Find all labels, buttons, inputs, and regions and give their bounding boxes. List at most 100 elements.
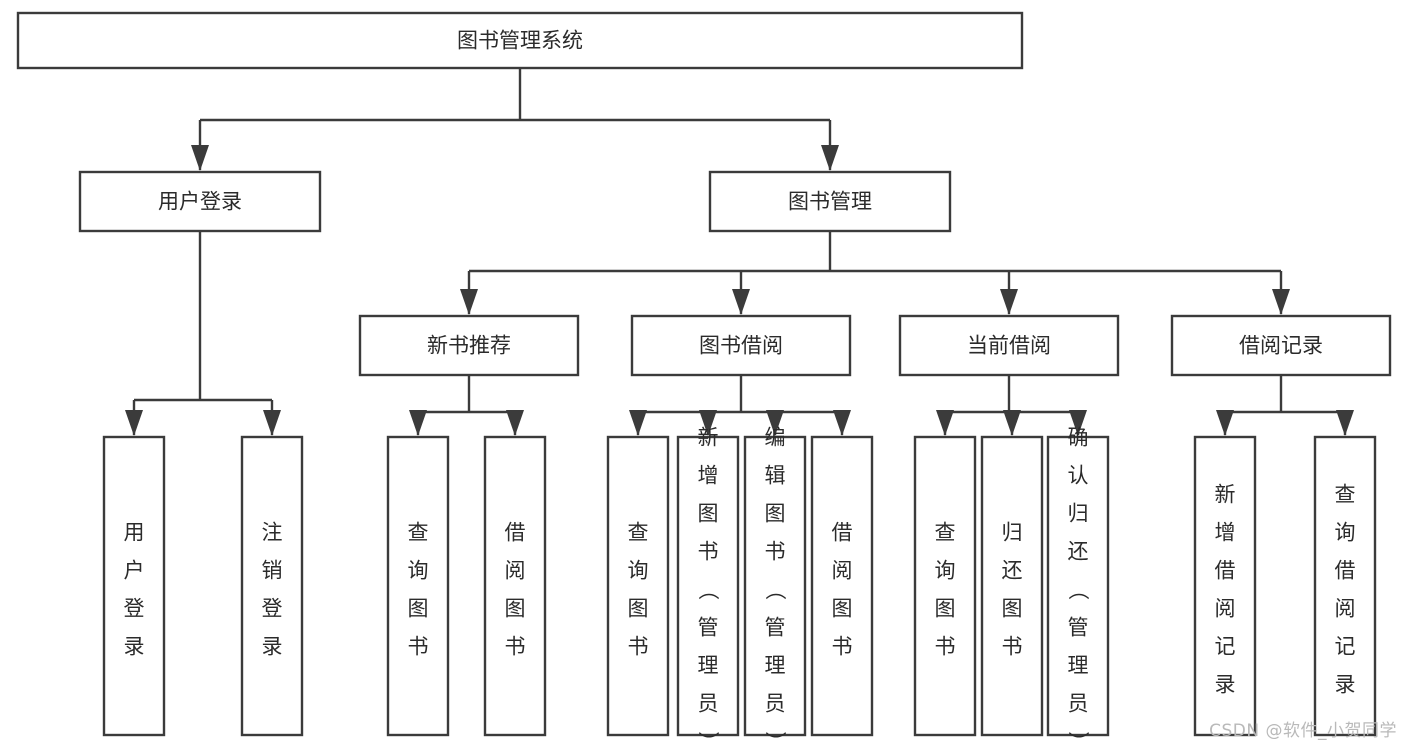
leaf-label-char: 管 bbox=[698, 616, 719, 640]
leaf-label-char: 阅 bbox=[505, 559, 526, 583]
arrow-head-icon bbox=[629, 410, 647, 436]
arrow-head-icon bbox=[833, 410, 851, 436]
leaf-label-char: 确 bbox=[1068, 426, 1089, 450]
leaf-label-leaf-user-login: 用户登录 bbox=[124, 521, 145, 659]
leaf-label-char: 阅 bbox=[1215, 597, 1236, 621]
leaf-label-char: 增 bbox=[698, 464, 719, 488]
leaf-label-char: 图 bbox=[698, 502, 719, 526]
node-box-borrow-record[interactable] bbox=[1170, 314, 1392, 377]
arrow-head-icon bbox=[1003, 410, 1021, 436]
node-leaf-borrow-book-2[interactable] bbox=[810, 435, 874, 737]
leaf-label-char: 员 bbox=[1068, 692, 1089, 716]
node-leaf-user-login[interactable] bbox=[102, 435, 166, 737]
node-box-user-login[interactable] bbox=[78, 170, 322, 233]
node-box-book-borrow[interactable] bbox=[630, 314, 852, 377]
leaf-label-char: 书 bbox=[935, 635, 956, 659]
leaf-label-char: 查 bbox=[408, 521, 429, 545]
node-box-leaf-query-book-1[interactable] bbox=[386, 435, 450, 737]
leaf-label-char: 图 bbox=[935, 597, 956, 621]
node-leaf-query-book-2[interactable] bbox=[606, 435, 670, 737]
node-box-new-book-recommend[interactable] bbox=[358, 314, 580, 377]
node-leaf-logout[interactable] bbox=[240, 435, 304, 737]
node-box-current-borrow[interactable] bbox=[898, 314, 1120, 377]
node-leaf-confirm-return[interactable] bbox=[1046, 435, 1110, 737]
leaf-label-char: 户 bbox=[124, 559, 145, 583]
leaf-label-char: 询 bbox=[628, 559, 649, 583]
node-box-leaf-edit-book[interactable] bbox=[743, 435, 807, 737]
node-label-new-book-recommend: 新书推荐 bbox=[427, 334, 511, 358]
arrow-head-icon bbox=[191, 145, 209, 171]
leaf-label-char: 新 bbox=[698, 426, 719, 450]
node-box-leaf-query-book-2[interactable] bbox=[606, 435, 670, 737]
node-leaf-query-book-3[interactable] bbox=[913, 435, 977, 737]
node-leaf-add-record[interactable] bbox=[1193, 435, 1257, 737]
node-box-leaf-user-login[interactable] bbox=[102, 435, 166, 737]
leaf-label-char: 归 bbox=[1068, 502, 1089, 526]
node-user-login[interactable] bbox=[78, 170, 322, 233]
leaf-label-char: 登 bbox=[124, 597, 145, 621]
node-box-leaf-query-record[interactable] bbox=[1313, 435, 1377, 737]
node-book-borrow[interactable] bbox=[630, 314, 852, 377]
arrow-head-icon bbox=[732, 289, 750, 315]
node-book-management[interactable] bbox=[708, 170, 952, 233]
arrow-head-icon bbox=[1000, 289, 1018, 315]
leaf-label-char: 阅 bbox=[832, 559, 853, 583]
arrow-head-icon bbox=[506, 410, 524, 436]
node-box-leaf-logout[interactable] bbox=[240, 435, 304, 737]
leaf-label-char: 询 bbox=[1335, 521, 1356, 545]
node-root[interactable] bbox=[16, 11, 1024, 70]
node-box-leaf-return-book[interactable] bbox=[980, 435, 1044, 737]
node-current-borrow[interactable] bbox=[898, 314, 1120, 377]
leaf-label-char: 管 bbox=[1068, 616, 1089, 640]
node-leaf-query-book-1[interactable] bbox=[386, 435, 450, 737]
node-leaf-borrow-book-1[interactable] bbox=[483, 435, 547, 737]
leaf-label-char: 用 bbox=[124, 521, 145, 545]
node-leaf-query-record[interactable] bbox=[1313, 435, 1377, 737]
node-label-current-borrow: 当前借阅 bbox=[967, 334, 1051, 358]
leaf-label-char: 编 bbox=[765, 426, 786, 450]
leaf-label-char: 记 bbox=[1335, 635, 1356, 659]
node-leaf-add-book[interactable] bbox=[676, 435, 740, 737]
arrow-head-icon bbox=[821, 145, 839, 171]
node-box-book-management[interactable] bbox=[708, 170, 952, 233]
node-box-leaf-borrow-book-2[interactable] bbox=[810, 435, 874, 737]
node-box-leaf-add-book[interactable] bbox=[676, 435, 740, 737]
arrow-head-icon bbox=[1216, 410, 1234, 436]
arrow-head-icon bbox=[936, 410, 954, 436]
arrow-head-icon bbox=[125, 410, 143, 436]
arrow-head-icon bbox=[263, 410, 281, 436]
nodes-layer: 图书管理系统用户登录图书管理新书推荐图书借阅当前借阅借阅记录用户登录注销登录查询… bbox=[16, 11, 1392, 747]
node-box-leaf-query-book-3[interactable] bbox=[913, 435, 977, 737]
leaf-label-char: 借 bbox=[505, 521, 526, 545]
leaf-label-char: 书 bbox=[698, 540, 719, 564]
leaf-label-char: 员 bbox=[765, 692, 786, 716]
leaf-label-char: 借 bbox=[1215, 559, 1236, 583]
leaf-label-char: 借 bbox=[832, 521, 853, 545]
node-new-book-recommend[interactable] bbox=[358, 314, 580, 377]
node-label-book-management: 图书管理 bbox=[788, 190, 872, 214]
node-leaf-return-book[interactable] bbox=[980, 435, 1044, 737]
leaf-label-char: 登 bbox=[262, 597, 283, 621]
leaf-label-char: 录 bbox=[262, 635, 283, 659]
leaf-label-char: 图 bbox=[832, 597, 853, 621]
node-box-leaf-add-record[interactable] bbox=[1193, 435, 1257, 737]
leaf-label-char: 注 bbox=[262, 521, 283, 545]
node-box-leaf-confirm-return[interactable] bbox=[1046, 435, 1110, 737]
leaf-label-char: 阅 bbox=[1335, 597, 1356, 621]
node-leaf-edit-book[interactable] bbox=[743, 435, 807, 737]
connectors-layer bbox=[125, 68, 1354, 436]
node-borrow-record[interactable] bbox=[1170, 314, 1392, 377]
leaf-label-char: 录 bbox=[1215, 673, 1236, 697]
leaf-label-char: 图 bbox=[505, 597, 526, 621]
node-box-leaf-borrow-book-1[interactable] bbox=[483, 435, 547, 737]
node-box-root[interactable] bbox=[16, 11, 1024, 70]
leaf-label-char: 询 bbox=[408, 559, 429, 583]
leaf-label-char: 理 bbox=[1068, 654, 1089, 678]
